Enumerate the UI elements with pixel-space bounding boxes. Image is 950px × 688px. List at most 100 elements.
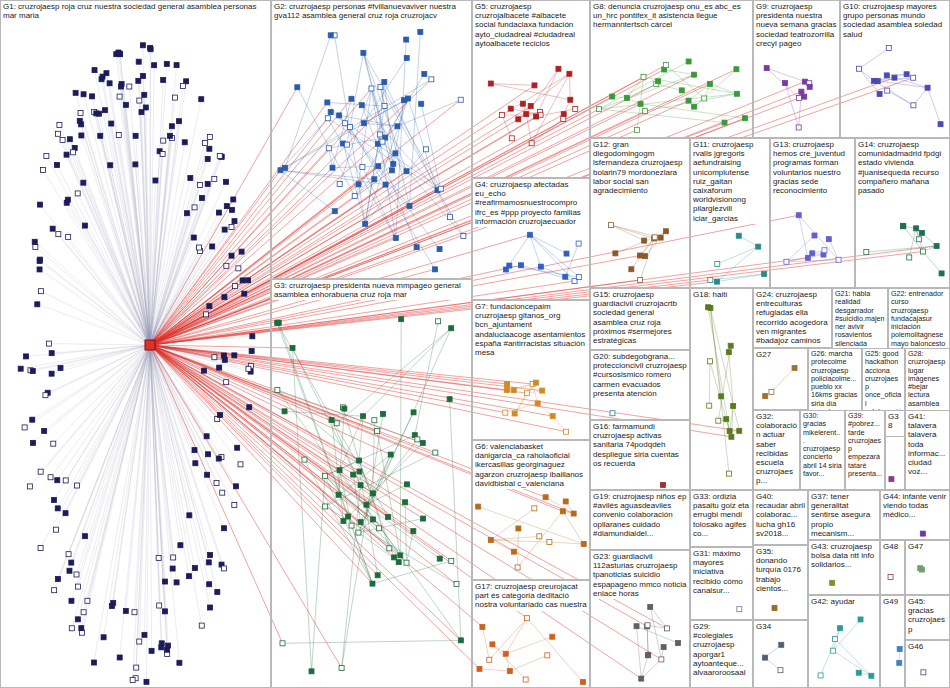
link <box>150 99 201 345</box>
vertex <box>897 660 902 665</box>
vertex <box>802 94 807 99</box>
hub-link <box>150 127 350 345</box>
vertex <box>438 186 443 191</box>
group-box: G30: gracias mikelerent... cruzrojaesp c… <box>800 410 845 490</box>
link <box>536 109 575 117</box>
vertex <box>205 472 210 477</box>
link <box>611 225 644 240</box>
vertex <box>433 450 438 455</box>
link <box>563 511 584 544</box>
vertex <box>170 566 175 571</box>
link <box>94 112 150 345</box>
vertex <box>206 560 211 565</box>
link <box>150 48 151 345</box>
hub-links <box>150 65 937 679</box>
group-box: G38 <box>885 410 905 490</box>
group-label: G17: cruzrojaesp creurojacat part és cat… <box>473 581 589 611</box>
link <box>68 237 150 345</box>
vertex <box>507 669 512 674</box>
vertex <box>920 531 925 536</box>
vertex <box>231 197 236 202</box>
hub-link <box>150 345 461 640</box>
vertex <box>393 151 398 156</box>
vertex <box>232 219 237 224</box>
link <box>372 561 451 584</box>
link <box>82 345 150 633</box>
vertex <box>206 452 211 457</box>
vertex <box>161 138 166 143</box>
link <box>33 345 150 443</box>
link <box>833 651 871 676</box>
vertex <box>561 112 566 117</box>
vertex <box>51 497 56 502</box>
vertex <box>420 440 425 445</box>
vertex <box>939 271 944 276</box>
vertex <box>796 213 801 218</box>
vertex <box>911 75 916 80</box>
hub-link <box>150 100 461 345</box>
link <box>350 127 435 269</box>
group-box: G3: cruzrojaesp presidenta nueva mmpageo… <box>271 279 472 688</box>
vertex <box>742 116 747 121</box>
vertex <box>437 556 442 561</box>
vertex <box>537 534 542 539</box>
vertex <box>238 462 243 467</box>
link <box>119 135 150 345</box>
link <box>104 345 150 637</box>
vertex <box>44 154 49 159</box>
hub-link <box>150 345 394 557</box>
group-label: G8: denuncia cruzrojaesp onu_es abc_es u… <box>591 1 752 31</box>
link <box>821 628 840 675</box>
group-label: G41: talavera talavera toda informac... … <box>906 411 949 477</box>
link <box>30 345 150 486</box>
group-label: G23: guardiacivil 112asturias cruzrojaes… <box>591 551 689 599</box>
vertex <box>638 278 643 283</box>
vertex <box>404 169 409 174</box>
group-box: G12: gran diegodomingogm lsfernandeza cr… <box>590 138 690 288</box>
link <box>80 121 150 345</box>
vertex <box>204 434 209 439</box>
vertex <box>193 461 198 466</box>
vertex <box>807 84 812 89</box>
vertex <box>393 236 398 241</box>
vertex <box>82 223 87 228</box>
vertex <box>383 182 388 187</box>
hub-link <box>150 345 379 528</box>
vertex <box>196 245 201 250</box>
group-label: G5: cruzrojaesp cruzrojalbacete #albacet… <box>473 1 589 49</box>
group-label: G28: cruzrojaesp lugar imágenes #bejar l… <box>906 349 949 417</box>
vertex <box>358 483 363 488</box>
vertex <box>540 388 545 393</box>
link <box>599 75 694 109</box>
vertex <box>357 458 362 463</box>
vertex <box>38 469 43 474</box>
vertex <box>642 238 647 243</box>
group-box: G27 <box>753 348 808 410</box>
vertex <box>224 380 229 385</box>
link <box>133 345 150 680</box>
vertex <box>763 655 768 660</box>
hub-link <box>150 345 456 584</box>
vertex <box>207 134 212 139</box>
vertex <box>779 642 784 647</box>
link <box>58 345 150 508</box>
vertex <box>347 125 352 130</box>
vertex <box>55 478 60 483</box>
vertex <box>233 284 238 289</box>
vertex <box>361 50 366 55</box>
vertex <box>547 540 552 545</box>
link <box>491 540 550 542</box>
vertex <box>707 81 712 86</box>
group-label: G22: entrenador curso cruzrojaesp fundac… <box>889 289 949 357</box>
vertex <box>503 410 508 415</box>
link <box>928 88 941 124</box>
group-box: G11: cruzrojaesp rvalls jgregoris aefund… <box>690 138 770 288</box>
vertex <box>925 85 930 90</box>
vertex <box>192 448 197 453</box>
vertex <box>133 162 138 167</box>
vertex <box>79 626 84 631</box>
vertex <box>722 120 727 125</box>
link <box>35 242 150 345</box>
vertex <box>156 555 161 560</box>
vertex <box>708 278 713 283</box>
